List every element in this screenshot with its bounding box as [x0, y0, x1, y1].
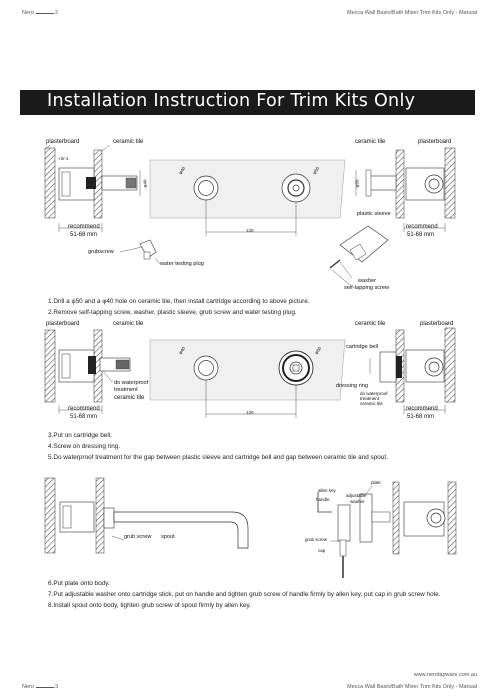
- d3-label-cap: cap: [318, 548, 326, 553]
- d2-label-plasterboard-right: plasterboard: [420, 321, 454, 327]
- d1-label-water-testing-plug: water testing plug: [160, 261, 204, 267]
- step-5: 5.Do waterproof treatment for the gap be…: [48, 454, 388, 461]
- section-banner: Installation Instruction For Trim Kits O…: [20, 90, 475, 115]
- d1-label-washer: washer: [358, 278, 377, 284]
- water-testing-plug-drawing: [119, 239, 161, 265]
- step-7: 7.Put adjustable washer onto cartridge s…: [48, 591, 441, 598]
- d1-label-self-tapping-screw: self-tapping screw: [344, 285, 390, 291]
- d2-label-depth: 51-68 mm: [70, 414, 98, 420]
- diagram3-left-section: [44, 477, 249, 554]
- d1-label-small-dim: +2/-1: [58, 156, 69, 161]
- d3-label-adjustable-2: washer: [350, 499, 365, 504]
- header-brand: Nero: [22, 10, 34, 16]
- handle-drawing: [337, 504, 351, 542]
- diagram2-left-section: [44, 329, 131, 414]
- step-4: 4.Screw on dressing ring.: [48, 443, 121, 450]
- footer-doc-title: Mecca Wall Basin/Bath Mixer Trim Kits On…: [347, 684, 477, 690]
- header-page-number: 2: [55, 10, 59, 16]
- d2-label-cartridge-bell: cartridge bell: [346, 344, 379, 350]
- d1-label-ceramic-tile: ceramic tile: [113, 139, 144, 145]
- d1-label-ceramic-tile-right: ceramic tile: [355, 139, 386, 145]
- allen-key-drawing: [317, 492, 332, 513]
- d2-label-recommend: recommend: [68, 406, 100, 412]
- footer-brand: Nero: [22, 684, 34, 690]
- diagram2-center-tile: [149, 339, 346, 418]
- plasterboard-wall-right: [444, 147, 456, 219]
- diagram1-left-section: [44, 144, 141, 232]
- d3-label-allen-key: allen key: [318, 488, 336, 493]
- step-3: 3.Put on cartridge bell.: [48, 432, 112, 439]
- d1-label-depth-right: 51-68 mm: [407, 232, 435, 238]
- d3-label-spout: spout: [161, 534, 175, 540]
- d1-label-depth: 51-68 mm: [70, 232, 98, 238]
- d3-label-plate: plate: [371, 480, 381, 485]
- d1-label-spacing: 120: [246, 228, 254, 233]
- d1-label-plasterboard: plasterboard: [46, 139, 80, 145]
- footer-rule: [36, 687, 54, 688]
- footer-page-number: 3: [55, 684, 59, 690]
- d2-label-spacing: 120: [246, 410, 254, 415]
- d2-label-ceramic-tile-2: ceramic tile: [114, 395, 145, 401]
- diagram1-right-section: [355, 147, 456, 232]
- d2-label-waterproof-2: treatment: [114, 387, 138, 393]
- d3-label-grub-screw-right: grub screw: [305, 537, 328, 542]
- header-rule: [36, 13, 54, 14]
- d2-label-ceramic-tile: ceramic tile: [113, 321, 144, 327]
- header-doc-title: Mecca Wall Basin/Bath Mixer Trim Kits On…: [347, 10, 477, 16]
- d1-label-outer-diam-right: φ50: [354, 179, 360, 188]
- footer-website[interactable]: www.nerotapware.com.au: [413, 672, 477, 678]
- diagram1-center-tile: [149, 159, 346, 236]
- ceramic-tile-wall-right: [395, 149, 405, 219]
- step-2: 2.Remove self-tapping screw, washer, pla…: [48, 309, 297, 316]
- d3-label-adjustable-1: adjustable: [346, 493, 367, 498]
- d2-label-waterproof-2-right: treatment: [360, 396, 380, 401]
- step-8: 8.Install spout onto body, tighten grub …: [48, 602, 251, 609]
- d2-label-waterproof-1-right: do waterproof: [360, 391, 388, 396]
- diagram3-right-section: [317, 481, 457, 578]
- d2-label-depth-right: 51-68 mm: [407, 414, 435, 420]
- d1-label-grubscrew: grubscrew: [88, 249, 114, 255]
- d2-label-recommend-right: recommend: [406, 406, 438, 412]
- spout-drawing: [113, 511, 249, 549]
- d1-label-plastic-sleeve: plastic sleeve: [357, 211, 391, 217]
- d2-label-waterproof-1: do waterproof: [114, 380, 149, 386]
- d1-label-outer-diam-left: φ40: [142, 179, 148, 188]
- plastic-sleeve-drawing: [329, 225, 389, 286]
- diagram2-right-section: [369, 327, 456, 414]
- brand-name: Nero: [22, 10, 34, 16]
- d2-label-plasterboard: plasterboard: [46, 321, 80, 327]
- step-6: 6.Put plate onto body.: [48, 580, 110, 587]
- d2-label-ceramic-tile-right: ceramic tile: [355, 321, 386, 327]
- d1-label-recommend: recommend: [68, 224, 100, 230]
- d1-label-plasterboard-right: plasterboard: [418, 139, 452, 145]
- section-title: Installation Instruction For Trim Kits O…: [47, 91, 416, 111]
- d2-label-dressing-ring: dressing ring: [336, 383, 369, 389]
- step-1: 1.Drill a φ50 and a φ40 hole on ceramic …: [48, 298, 310, 305]
- d3-label-handle: handle: [316, 497, 330, 502]
- d2-label-ceramic-tile-2-right: ceramic tile: [360, 401, 383, 406]
- d3-label-grub-screw: grub screw: [124, 534, 152, 540]
- d1-label-recommend-right: recommend: [406, 224, 438, 230]
- plasterboard-wall: [44, 147, 56, 219]
